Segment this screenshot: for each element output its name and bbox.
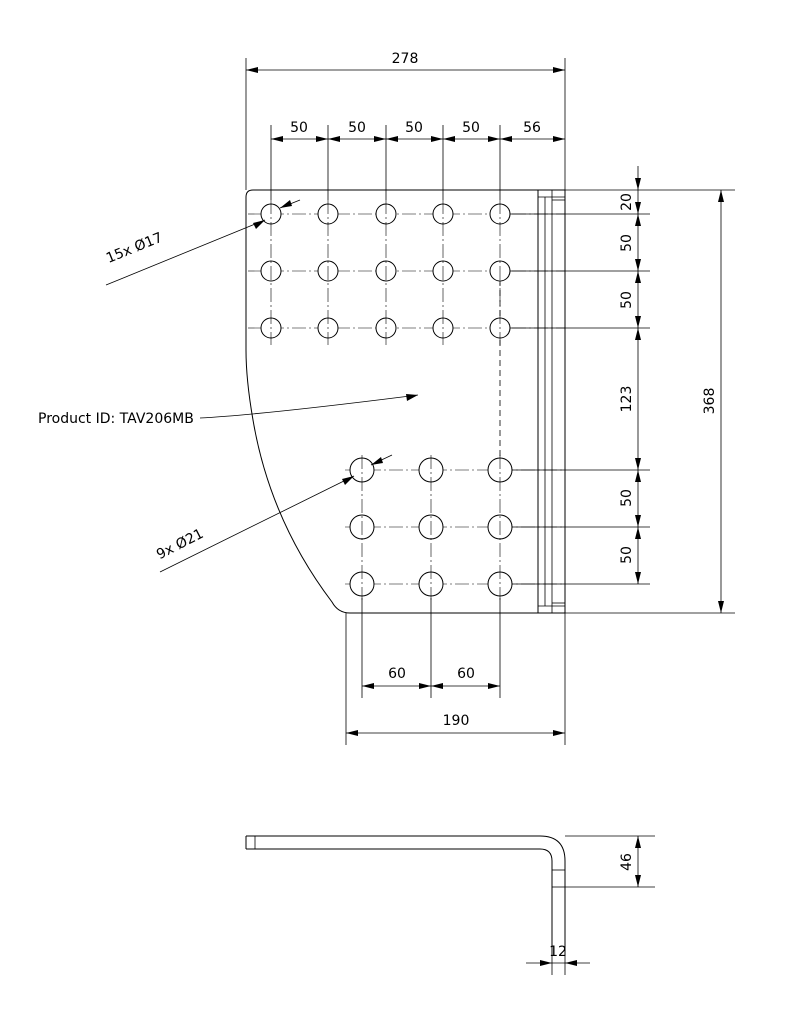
right-dimensions: 20 50 50 123 50 50 368 (510, 166, 735, 614)
dim-row-pitch-1: 50 (619, 234, 635, 252)
product-id-label: Product ID: TAV206MB (38, 411, 194, 427)
dim-row-pitch-2: 50 (619, 291, 635, 309)
dim-thickness: 12 (549, 944, 567, 960)
dim-small-pitch-3: 50 (405, 120, 423, 136)
dim-small-pitch-2: 50 (348, 120, 366, 136)
dim-edge-offset: 56 (523, 120, 541, 136)
dim-flange-height: 46 (619, 853, 635, 871)
small-hole-group (248, 200, 565, 345)
dim-large-pitch-1: 60 (388, 666, 406, 682)
dim-overall-width: 278 (392, 51, 419, 67)
dim-top-offset: 20 (619, 193, 635, 211)
dim-large-pitch-2: 60 (457, 666, 475, 682)
dim-overall-height: 368 (702, 388, 718, 415)
dim-gap-between-groups: 123 (619, 386, 635, 413)
callout-large-holes: 9x Ø21 (154, 526, 206, 563)
dim-small-pitch-4: 50 (462, 120, 480, 136)
dim-row-pitch-3: 50 (619, 489, 635, 507)
callout-small-holes: 15x Ø17 (104, 230, 165, 267)
dim-row-pitch-4: 50 (619, 546, 635, 564)
dim-lower-width: 190 (443, 713, 470, 729)
plate-outline (245, 189, 566, 614)
bottom-dimensions: 60 60 190 (345, 598, 566, 745)
large-hole-group (345, 455, 565, 600)
top-dimensions: 278 50 50 50 50 56 (245, 51, 566, 200)
side-view: 46 12 (245, 835, 655, 975)
dim-small-pitch-1: 50 (290, 120, 308, 136)
